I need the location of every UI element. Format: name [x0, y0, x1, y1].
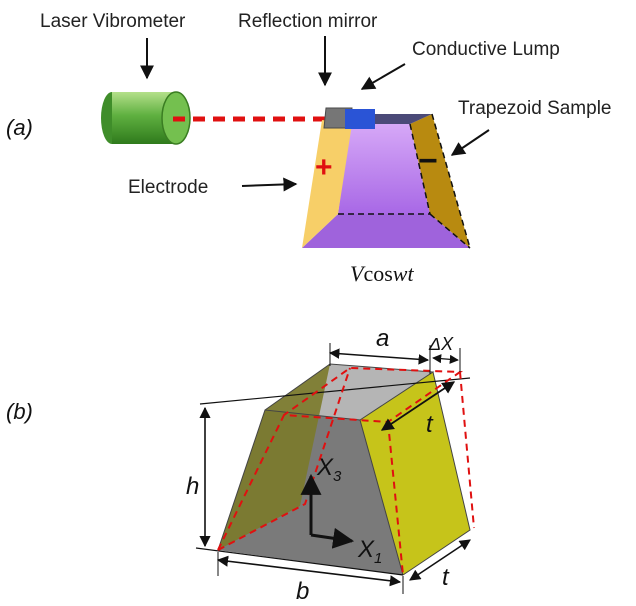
dimension-b-arrow — [216, 555, 402, 587]
dimension-t-bottom-arrow — [409, 539, 471, 581]
dimension-delta-x-label: ΔX — [428, 334, 454, 354]
x3-axis-label: X3 — [316, 454, 342, 485]
dimension-a-arrow — [328, 348, 430, 365]
panel-a-label: (a) — [6, 115, 33, 140]
sample-side-face — [410, 114, 470, 248]
reflection-mirror — [345, 109, 375, 129]
deformed-outline — [217, 366, 475, 576]
dimension-a-label: a — [376, 325, 389, 352]
dimension-h-label: h — [186, 473, 199, 500]
panel-a: (a) Laser Vibrometer Reflection mirror C… — [6, 11, 611, 286]
dimension-t-top-arrow — [380, 381, 456, 431]
x1-axis-arrow — [310, 527, 355, 549]
dimension-t-bottom-label: t — [442, 564, 450, 591]
sample-front-face — [338, 124, 430, 214]
x1-axis-label: X1 — [357, 536, 382, 567]
electrode-face — [302, 120, 352, 248]
electrode-label: Electrode — [128, 177, 208, 198]
reflection-mirror-label: Reflection mirror — [238, 11, 378, 32]
dimension-t-top-label: t — [426, 411, 434, 438]
sample-bottom-face — [302, 214, 470, 248]
electrode-arrow — [241, 177, 298, 192]
trapezoid-sample-label: Trapezoid Sample — [458, 98, 611, 119]
left-face — [218, 364, 330, 550]
panel-b: (b) a ΔX t — [6, 325, 475, 605]
dimension-delta-x-arrow — [432, 354, 459, 364]
plus-sign: + — [315, 151, 333, 184]
minus-sign: − — [418, 142, 438, 180]
trapezoid-sample-arrow — [450, 129, 490, 156]
laser-vibrometer-cylinder — [101, 91, 191, 145]
voltage-label: Vcoswt — [350, 261, 414, 286]
laser-vibrometer-label: Laser Vibrometer — [40, 11, 186, 32]
panel-b-label: (b) — [6, 399, 33, 424]
dimension-b-label: b — [296, 578, 309, 605]
conductive-lump-label: Conductive Lump — [412, 39, 560, 60]
trapezoid-sample: + − — [302, 107, 471, 249]
conductive-lump-arrow — [360, 63, 406, 90]
